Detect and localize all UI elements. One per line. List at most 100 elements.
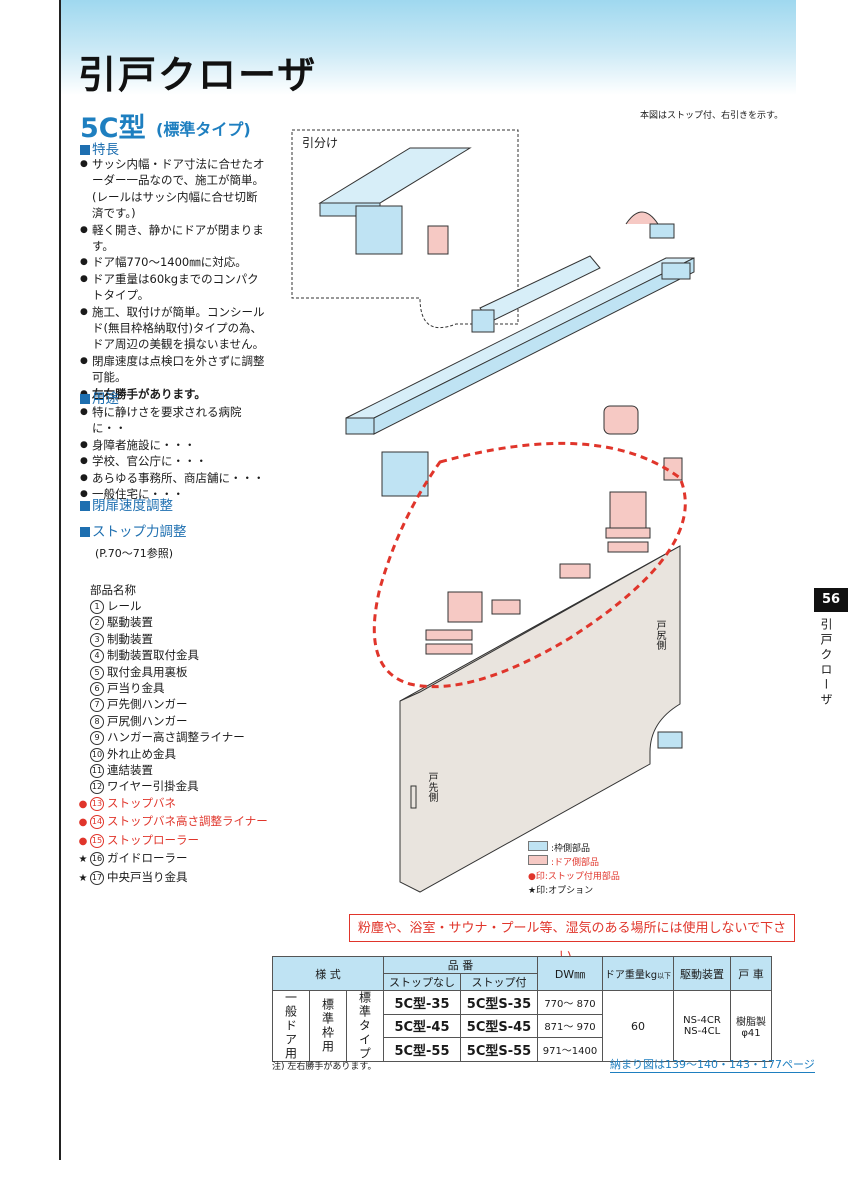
feature-item: ドア幅770〜1400㎜に対応。 (80, 254, 266, 271)
cell-dw-2: 871〜 970 (537, 1013, 603, 1039)
cell-stop-1: 5C型S-35 (460, 990, 538, 1015)
part-label: 外れ止め金具 (107, 746, 176, 761)
inset-rail (318, 147, 472, 204)
part-label: 連結装置 (107, 763, 153, 778)
part-label: ガイドローラー (107, 851, 188, 866)
part-label: 制動装置 (107, 631, 153, 646)
part-label: ストップバネ高さ調整ライナー (107, 814, 268, 829)
adjust-reference: (P.70〜71参照) (95, 547, 173, 560)
part-number: 16 (90, 852, 104, 867)
part-label: レール (107, 599, 142, 613)
cell-nostop-2: 5C型-45 (383, 1013, 461, 1039)
part-label: 中央戸当り金具 (107, 869, 188, 884)
part-number: 13 (90, 796, 104, 811)
part-number: 6 (90, 682, 104, 697)
th-drive: 駆動装置 (673, 956, 731, 991)
feature-item: 閉扉速度は点検口を外さずに調整可能。 (80, 353, 266, 386)
th-weight: ドア重量kg以下 (602, 956, 674, 991)
stop-mark-icon: ● (528, 872, 536, 882)
door-tail-label: 戸尻側 (654, 620, 665, 650)
part-mark: ● (78, 817, 88, 829)
spec-table: 様 式 品 番 DW㎜ ドア重量kg以下 駆動装置 戸 車 ストップなし ストッ… (272, 956, 772, 1062)
part-number: 1 (90, 600, 104, 614)
legend-door: :ドア側部品 (528, 855, 599, 868)
th-stop: ストップ付 (460, 973, 538, 991)
part-mark: ● (78, 835, 88, 847)
part-number: 2 (90, 616, 104, 631)
page-title: 引戸クローザ (78, 53, 318, 97)
legend-option: ★印:オプション (528, 886, 594, 896)
cell-weight: 60 (602, 990, 674, 1062)
part-mark: ● (78, 798, 88, 810)
warning-box: 粉塵や、浴室・サウナ・プール等、湿気のある場所には使用しないで下さい。 (349, 914, 795, 964)
part-label: 制動装置取付金具 (107, 648, 199, 663)
speed-adjust-heading: 閉扉速度調整 (80, 494, 173, 514)
model-type: (標準タイプ) (156, 120, 251, 139)
part-number: 17 (90, 870, 104, 885)
part-number: 3 (90, 632, 104, 647)
cell-dw-1: 770〜 870 (537, 990, 603, 1015)
frame-swatch (528, 841, 548, 851)
part-number: 4 (90, 649, 104, 664)
part-label: 戸当り金具 (107, 681, 165, 696)
cell-col3: 標準タイプ (346, 990, 384, 1062)
uses-list: 特に静けさを要求される病院に・・身障者施設に・・・学校、官公庁に・・・あらゆる事… (80, 404, 270, 503)
cell-col1: 一般ドア用 (272, 990, 310, 1062)
part-mark: ★ (78, 854, 88, 866)
part-number: 9 (90, 731, 104, 746)
part-label: ストップバネ (107, 795, 176, 810)
part-number: 8 (90, 714, 104, 729)
features-heading: 特長 (80, 138, 119, 158)
footnote: 注) 左右勝手があります。 (272, 1062, 377, 1072)
exploded-diagram (291, 129, 695, 893)
part-label: ハンガー高さ調整ライナー (107, 730, 245, 745)
uses-heading: 用途 (80, 387, 119, 407)
part-label: ストップローラー (107, 832, 199, 847)
cell-nostop-3: 5C型-55 (383, 1037, 461, 1062)
door-swatch (528, 855, 548, 865)
part-number: 5 (90, 665, 104, 680)
part-number: 12 (90, 780, 104, 795)
hikiwake-label: 引分け (302, 136, 339, 150)
use-item: 特に静けさを要求される病院に・・ (80, 404, 270, 437)
hanger-tail (609, 491, 647, 529)
th-dw: DW㎜ (537, 956, 603, 991)
header-band (60, 0, 796, 95)
use-item: 身障者施設に・・・ (80, 437, 270, 454)
part-label: ワイヤー引掛金具 (107, 779, 199, 794)
connector (603, 405, 639, 435)
stop-parts-highlight (372, 441, 687, 689)
diagram-note: 本図はストップ付、右引きを示す。 (640, 111, 784, 121)
cell-nostop-1: 5C型-35 (383, 990, 461, 1015)
margin-rule (59, 0, 61, 1160)
cell-dw-3: 971〜1400 (537, 1037, 603, 1062)
door-panel (399, 545, 681, 893)
feature-item: 施工、取付けが簡単。コンシールド(無目枠格納取付)タイプの為、ドア周辺の美観を損… (80, 304, 266, 353)
part-number: 14 (90, 815, 104, 830)
legend-stop: ●印:ストップ付用部品 (528, 872, 620, 882)
parts-heading: 部品名称 (90, 583, 136, 597)
page-number-tab: 56 (814, 588, 848, 612)
stop-adjust-heading: ストップ力調整 (80, 520, 187, 540)
th-nostop: ストップなし (383, 973, 461, 991)
part-number: 10 (90, 747, 104, 762)
th-wheel: 戸 車 (730, 956, 772, 991)
hanger-front (447, 591, 483, 623)
feature-item: ドア重量は60kgまでのコンパクトタイプ。 (80, 271, 266, 304)
part-number: 11 (90, 764, 104, 779)
feature-item: 軽く開き、静かにドアが閉まります。 (80, 222, 266, 255)
